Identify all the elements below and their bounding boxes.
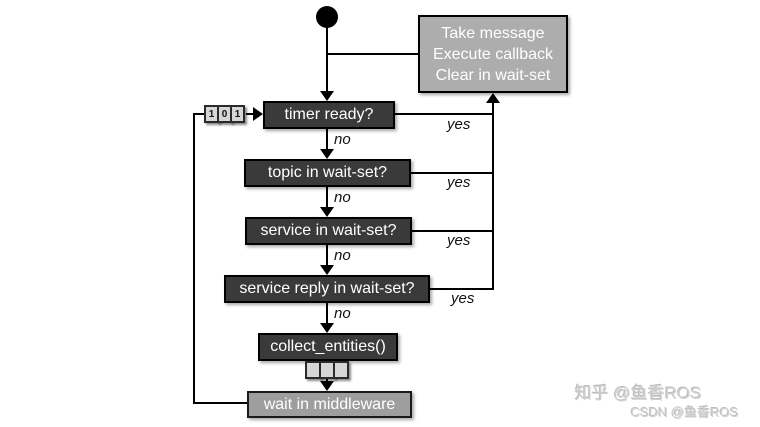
node-topic-in-wait-set: topic in wait-set?	[244, 159, 411, 187]
edge-label-yes: yes	[447, 232, 471, 249]
arrowhead-into-takemessage-icon	[486, 93, 500, 103]
edge-wait-loop-left	[193, 113, 195, 404]
edge-label-yes: yes	[447, 116, 471, 133]
edge-topic-yes	[411, 172, 494, 174]
watermark-csdn: CSDN @鱼香ROS	[631, 405, 739, 420]
edge-label-no: no	[334, 131, 351, 148]
edge-takemessage-to-flow	[326, 53, 418, 55]
edge-service-yes	[412, 230, 494, 232]
arrowhead-into-reply-icon	[320, 265, 334, 275]
edge-label-no: no	[334, 247, 351, 264]
arrowhead-into-topic-icon	[320, 149, 334, 159]
take-message-line: Clear in wait-set	[435, 66, 551, 84]
edge-wait-loop-bottom	[193, 402, 249, 404]
edge-reply-no	[326, 303, 328, 324]
edge-timer-yes	[395, 113, 494, 115]
edge-label-no: no	[334, 189, 351, 206]
arrowhead-into-timer-icon	[320, 91, 334, 101]
arrowhead-into-service-icon	[320, 207, 334, 217]
collected-entities-cells	[305, 361, 349, 379]
edge-yes-collector	[492, 103, 494, 290]
node-wait-in-middleware: wait in middleware	[247, 391, 412, 418]
arrowhead-into-collect-icon	[320, 323, 334, 333]
node-service-in-wait-set: service in wait-set?	[245, 217, 412, 245]
start-node-icon	[316, 6, 338, 28]
node-collect-entities: collect_entities()	[258, 333, 398, 361]
edge-timer-no	[326, 129, 328, 151]
edge-label-yes: yes	[451, 290, 475, 307]
watermark-zhihu: 知乎 @鱼香ROS	[575, 384, 702, 403]
take-message-line: Execute callback	[432, 45, 554, 63]
node-service-reply-in-wait-set: service reply in wait-set?	[224, 275, 430, 303]
empty-cell	[333, 361, 349, 379]
edge-bits-to-timer	[246, 113, 256, 115]
edge-start-to-timer	[326, 26, 328, 93]
edge-loop-to-bits	[193, 113, 206, 115]
wait-set-bit: 1	[230, 105, 245, 123]
edge-topic-no	[326, 187, 328, 208]
arrowhead-bits-to-timer-icon	[253, 107, 263, 121]
edge-reply-yes	[430, 288, 494, 290]
node-timer-ready: timer ready?	[263, 101, 395, 129]
node-take-message: Take message Execute callback Clear in w…	[418, 15, 568, 93]
edge-label-no: no	[334, 305, 351, 322]
arrowhead-into-wait-icon	[320, 381, 334, 391]
edge-label-yes: yes	[447, 174, 471, 191]
take-message-line: Take message	[441, 24, 545, 42]
wait-set-bits: 1 0 1	[204, 105, 245, 123]
edge-service-no	[326, 245, 328, 266]
